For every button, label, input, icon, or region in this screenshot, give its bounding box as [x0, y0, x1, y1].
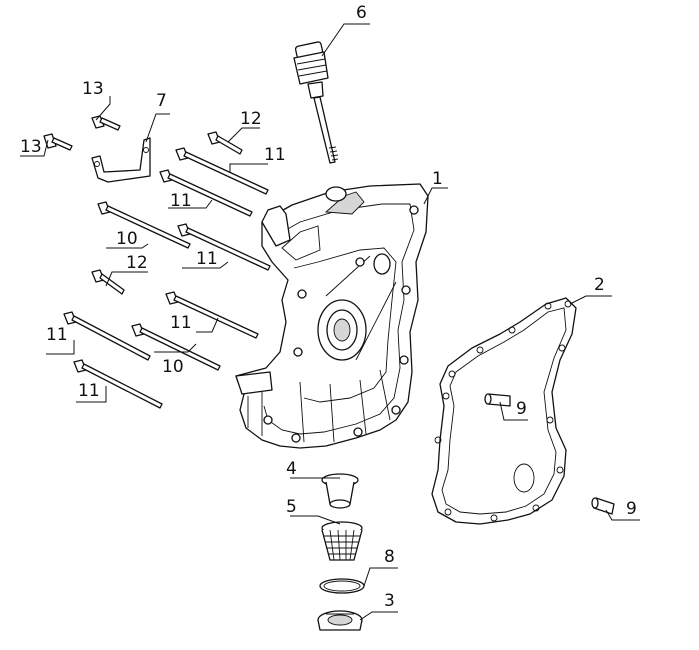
o-ring-part — [319, 578, 365, 594]
bolt-12b — [91, 269, 125, 295]
callout-5: 5 — [286, 497, 297, 517]
long-bolt-11c — [177, 223, 271, 271]
short-bolt-13b — [43, 133, 73, 151]
gasket-part — [431, 297, 577, 525]
callout-13-upper: 13 — [82, 79, 104, 99]
callout-11-b: 11 — [170, 191, 192, 211]
long-bolt-11e — [63, 311, 151, 361]
callout-8: 8 — [384, 547, 395, 567]
long-bolt-11f — [73, 359, 163, 409]
bolt-12a — [207, 131, 243, 155]
callout-13-left: 13 — [20, 137, 42, 157]
long-bolt-10a — [97, 201, 191, 249]
strainer-part — [321, 521, 363, 561]
callout-1: 1 — [432, 169, 443, 189]
drain-plug-part — [317, 610, 363, 631]
callout-11-d: 11 — [170, 313, 192, 333]
callout-2: 2 — [594, 275, 605, 295]
cap-part — [321, 473, 359, 509]
callout-11-f: 11 — [78, 381, 100, 401]
callout-12-upper: 12 — [240, 109, 262, 129]
callout-11-c: 11 — [196, 249, 218, 269]
bracket-part — [91, 137, 151, 183]
long-bolt-11b — [159, 169, 253, 217]
callout-11-e: 11 — [46, 325, 68, 345]
callout-6: 6 — [356, 3, 367, 23]
callout-3: 3 — [384, 591, 395, 611]
callout-9-lower: 9 — [626, 499, 637, 519]
leader-lines — [20, 23, 640, 621]
callout-4: 4 — [286, 459, 297, 479]
long-bolt-11d — [165, 291, 259, 339]
long-bolt-11a — [175, 147, 269, 195]
dowel-pin-upper — [484, 393, 511, 407]
dipstick-part — [293, 41, 339, 164]
callout-11-a: 11 — [264, 145, 286, 165]
short-bolt-13a — [91, 115, 121, 131]
callout-9-upper: 9 — [516, 399, 527, 419]
crankcase-cover-part — [235, 183, 429, 449]
callout-10-lower: 10 — [162, 357, 184, 377]
callout-7: 7 — [156, 91, 167, 111]
callout-10-upper: 10 — [116, 229, 138, 249]
callout-12-lower: 12 — [126, 253, 148, 273]
long-bolt-10b — [131, 323, 221, 371]
dowel-pin-lower — [591, 497, 615, 515]
callout-labels: 6 1 2 3 4 5 7 8 9 9 10 10 11 11 11 11 11… — [20, 3, 637, 611]
